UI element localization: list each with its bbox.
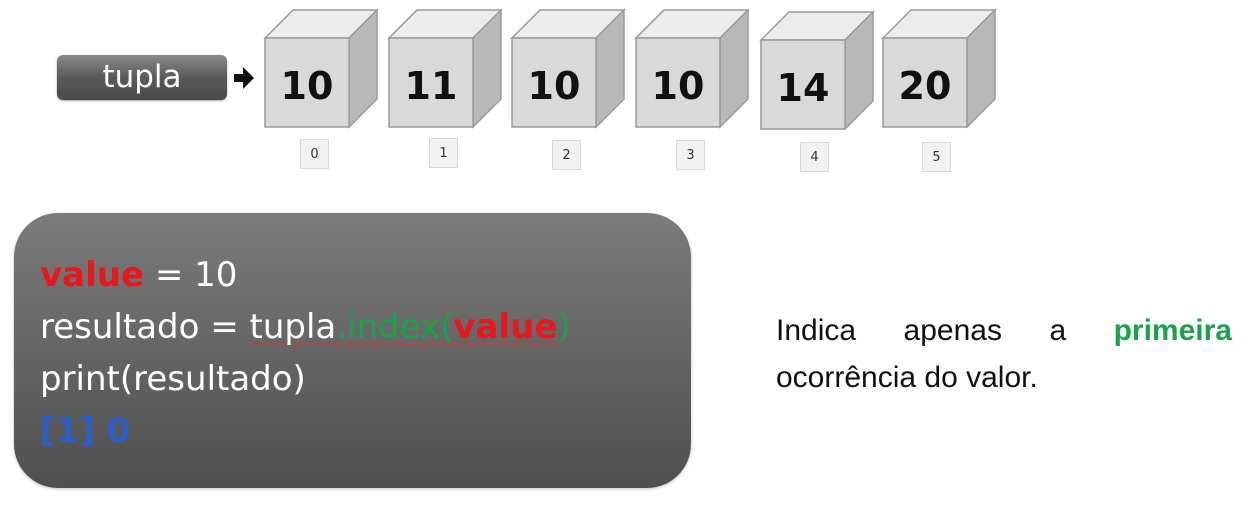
code-panel: value = 10 resultado = tupla.index(value… [14,213,691,488]
code-var-name: value [40,255,145,295]
code-line-1: value = 10 [40,255,237,295]
code-method: .index( [336,307,454,347]
cube-index: 2 [552,140,581,170]
desc-word-1: Indica [776,314,857,347]
arrow-right-icon [234,67,254,89]
cube-index: 1 [429,138,458,168]
cube-value: 10 [280,64,334,108]
cube-shape [263,8,379,129]
tuple-cube: 20 [881,8,997,129]
tuple-name-label: tupla [57,55,227,100]
tuple-cube: 10 [263,8,379,129]
desc-word-3: a [1049,314,1067,347]
tuple-cube: 10 [510,8,626,129]
code-arg: value [453,307,558,347]
cube-value: 10 [527,64,581,108]
tuple-cube: 10 [634,8,750,129]
code-obj: tupla [249,307,337,347]
code-assignment: = 10 [144,255,238,295]
code-prefix: resultado = [40,307,250,347]
cube-value: 20 [898,64,952,108]
cube-shape [759,10,875,131]
code-output: [1] 0 [40,411,131,451]
description: Indica apenas a primeira ocorrência do v… [776,307,1232,401]
cube-shape [387,8,503,129]
cube-index: 5 [922,142,951,172]
desc-word-2: apenas [903,314,1002,347]
code-tuple-ref: tupla.index(value [250,307,558,347]
desc-highlight: primeira [1113,314,1232,347]
tuple-cube: 11 [387,8,503,129]
description-line-1: Indica apenas a primeira [776,307,1232,354]
cube-value: 10 [651,64,705,108]
cube-value: 14 [776,66,830,110]
cube-shape [881,8,997,129]
cube-index: 0 [300,139,329,169]
description-line-2: ocorrência do valor. [776,361,1038,394]
cube-value: 11 [404,64,458,108]
code-line-3: print(resultado) [40,359,306,399]
code-line-2: resultado = tupla.index(value) [40,307,571,347]
cube-shape [510,8,626,129]
tuple-cube: 14 [759,10,875,131]
cube-index: 4 [800,142,829,172]
cube-index: 3 [676,140,705,170]
cube-shape [634,8,750,129]
code-close-paren: ) [557,307,571,347]
